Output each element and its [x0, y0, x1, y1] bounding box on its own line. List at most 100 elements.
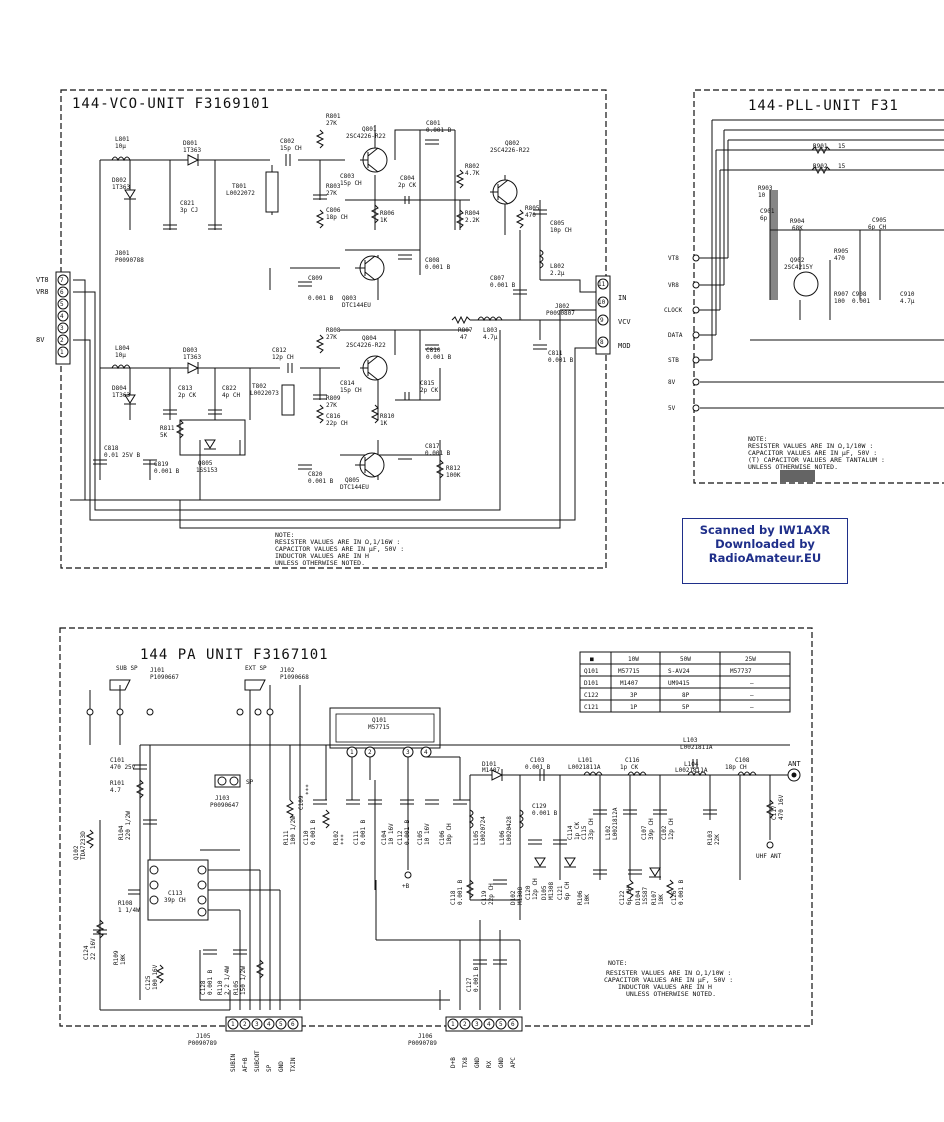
- credit-line-scanned: Scanned by IW1AXR: [699, 523, 831, 537]
- part-ref: C106: [439, 830, 446, 845]
- part-value: L0020724: [480, 816, 487, 845]
- part-value: L0021811A: [675, 767, 708, 774]
- part-ref: C817: [425, 443, 440, 450]
- part-ref: C810: [426, 347, 441, 354]
- part-ref: D803: [183, 347, 198, 354]
- j105-pin-label: AF+B: [242, 1057, 249, 1072]
- part-ref: R105: [233, 980, 240, 995]
- pll-input-clock: CLOCK: [664, 307, 682, 314]
- pa-note-line: CAPACITOR VALUES ARE IN µF, 50V :: [604, 976, 733, 984]
- ant-label: ANT: [788, 760, 801, 768]
- pa-unit-frame: [59, 627, 813, 1027]
- vco-inductors: [111, 156, 544, 370]
- j801-connector: 7 6 5 4 3 2 1 VT8 VR8 8V: [36, 271, 71, 365]
- j801-pin-4-num: 4: [60, 313, 64, 320]
- part-ref: Q804: [362, 335, 377, 342]
- vco-note-line: CAPACITOR VALUES ARE IN µF, 50V :: [275, 545, 404, 553]
- part-ref: R809: [326, 395, 341, 402]
- svg-text:3: 3: [406, 749, 410, 756]
- part-ref: L105: [473, 830, 480, 845]
- q902-transistor: [793, 271, 819, 297]
- svg-text:5: 5: [499, 1021, 503, 1028]
- part-ref: R109: [113, 950, 120, 965]
- table-cell: S-AV24: [668, 668, 690, 675]
- j105-pin-label: SUBIN: [230, 1054, 237, 1072]
- j105-pin-label: SP: [266, 1064, 273, 1072]
- part-value: 5K: [160, 432, 168, 439]
- part-ref: R902: [813, 163, 828, 170]
- part-value: 12p CH: [272, 354, 294, 361]
- part-value: L0021812A: [612, 807, 619, 840]
- part-value: DTC144EU: [342, 302, 371, 309]
- j802-pin-8-num: 8: [600, 339, 604, 346]
- part-value: 0.001 B: [308, 295, 334, 302]
- part-value: 2.2µ: [550, 270, 565, 277]
- part-ref: C820: [308, 471, 323, 478]
- part-value: 0.001 B: [532, 810, 558, 817]
- part-value: P0090788: [115, 257, 144, 264]
- part-value: 10: [758, 192, 766, 199]
- pa-jacks: [86, 679, 801, 879]
- part-value: 68K: [792, 225, 803, 232]
- part-ref: C905: [872, 217, 887, 224]
- part-ref: D802: [112, 177, 127, 184]
- scan-credit-box: Scanned by IW1AXR Downloaded by RadioAma…: [682, 518, 848, 584]
- part-ref: R806: [380, 210, 395, 217]
- vco-resistors: [175, 129, 525, 479]
- part-ref: C801: [426, 120, 441, 127]
- part-value: L0020428: [506, 816, 513, 845]
- part-ref: R807: [458, 327, 473, 334]
- vco-capacitors: [93, 139, 547, 470]
- j801-pin-6-num: 6: [60, 289, 64, 296]
- j106-pin-label: RX: [486, 1060, 493, 1068]
- part-value: 4p CH: [222, 392, 240, 399]
- part-value: 6p CH: [868, 224, 886, 231]
- part-ref: C822: [222, 385, 237, 392]
- part-ref: C813: [178, 385, 193, 392]
- part-value: 2SC4226-R22: [346, 342, 386, 349]
- part-value: 27K: [326, 334, 337, 341]
- part-value: ***: [340, 834, 347, 845]
- part-ref: C803: [340, 173, 355, 180]
- part-ref: C821: [180, 200, 195, 207]
- pll-note-line: UNLESS OTHERWISE NOTED.: [748, 463, 838, 471]
- part-ref: R111: [283, 830, 290, 845]
- j105-ref: J105: [196, 1033, 211, 1040]
- part-ref: C118: [450, 890, 457, 905]
- part-value: 39p CH: [648, 818, 655, 840]
- part-value: 18p CH: [725, 764, 747, 771]
- j801-pin-7-num: 7: [60, 277, 64, 284]
- vco-unit: 144-VCO-UNIT F3169101: [36, 89, 631, 569]
- j105-pin-label: TXIN: [290, 1057, 297, 1072]
- svg-text:2: 2: [463, 1021, 467, 1028]
- part-ref: C809: [308, 275, 323, 282]
- part-ref: R904: [790, 218, 805, 225]
- part-ref: D102: [510, 890, 517, 905]
- part-value: 10p CH: [446, 823, 453, 845]
- part-ref: Q803: [342, 295, 357, 302]
- part-ref: C112: [397, 830, 404, 845]
- part-ref: C818: [104, 445, 119, 452]
- part-value: 1 1/4W: [118, 907, 140, 914]
- part-value: 15p CH: [340, 180, 362, 187]
- part-value: 10K: [120, 954, 127, 965]
- part-ref: R808: [326, 327, 341, 334]
- part-ref: C102: [661, 825, 668, 840]
- part-ref: R803: [326, 183, 341, 190]
- pll-unit: 144-PLL-UNIT F31 VT8 VR8 CLOCK DATA STB …: [664, 89, 944, 484]
- part-ref: R805: [525, 205, 540, 212]
- part-value: 0.001 B: [425, 450, 451, 457]
- pll-input-stb: STB: [668, 357, 679, 364]
- table-cell: 8P: [682, 692, 690, 699]
- table-header-cell: ■: [590, 656, 594, 663]
- pa-inductors: [468, 771, 757, 829]
- part-ref: C808: [425, 257, 440, 264]
- pa-resistors: [85, 779, 775, 984]
- part-value: 0.001 B: [404, 819, 411, 845]
- part-ref: C119: [481, 890, 488, 905]
- part-value: 6p: [760, 215, 768, 222]
